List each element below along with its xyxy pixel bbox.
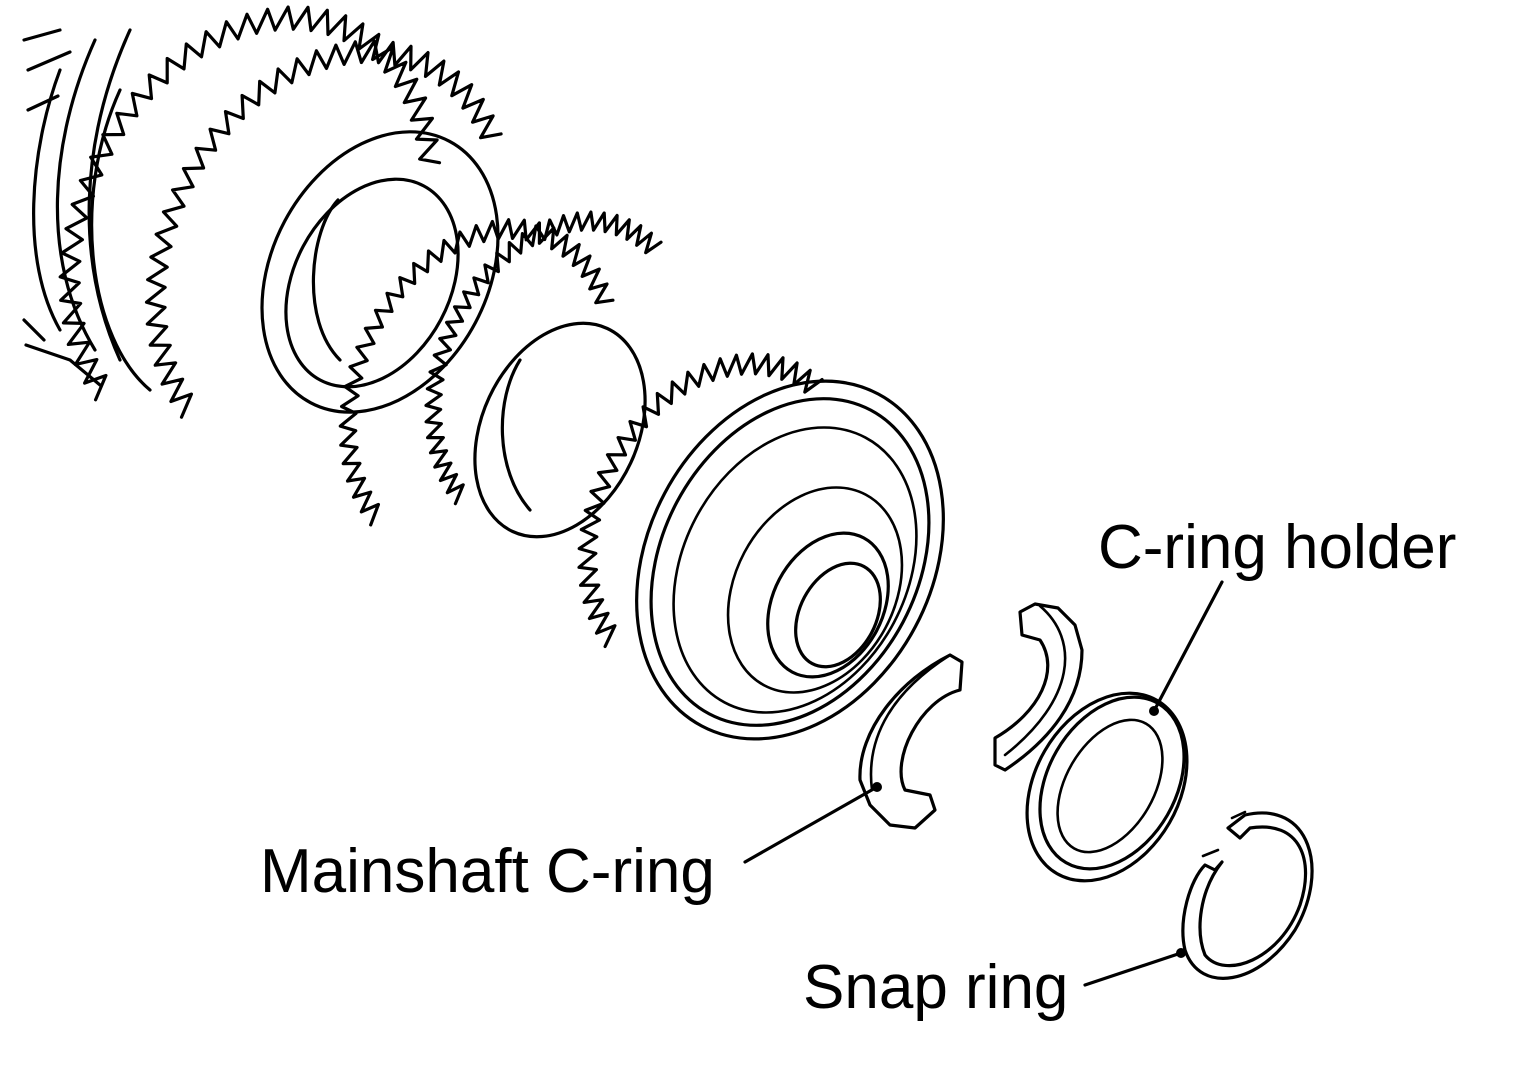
gear-teeth [338, 218, 615, 527]
gear-hub [260, 130, 500, 414]
gear-teeth [58, 5, 442, 402]
shaft-sleeve [473, 321, 647, 539]
label-mainshaft-c-ring: Mainshaft C-ring [260, 837, 715, 906]
label-snap-ring: Snap ring [803, 953, 1068, 1022]
c-ring-holder [1025, 691, 1189, 883]
leader-snap-ring [1083, 951, 1183, 987]
c-ring-half [993, 602, 1084, 772]
front-gear [577, 352, 945, 741]
leader-lines [743, 580, 1224, 987]
gear-teeth [144, 39, 503, 419]
leader-mainshaft-c-ring [743, 785, 879, 864]
gear-teeth [424, 210, 663, 506]
middle-double-gear [338, 210, 663, 527]
snap-ring [1176, 810, 1314, 980]
large-double-gear [58, 5, 503, 419]
gear-teeth [577, 352, 824, 649]
label-c-ring-holder: C-ring holder [1098, 513, 1456, 582]
leader-c-ring-holder [1152, 580, 1224, 713]
